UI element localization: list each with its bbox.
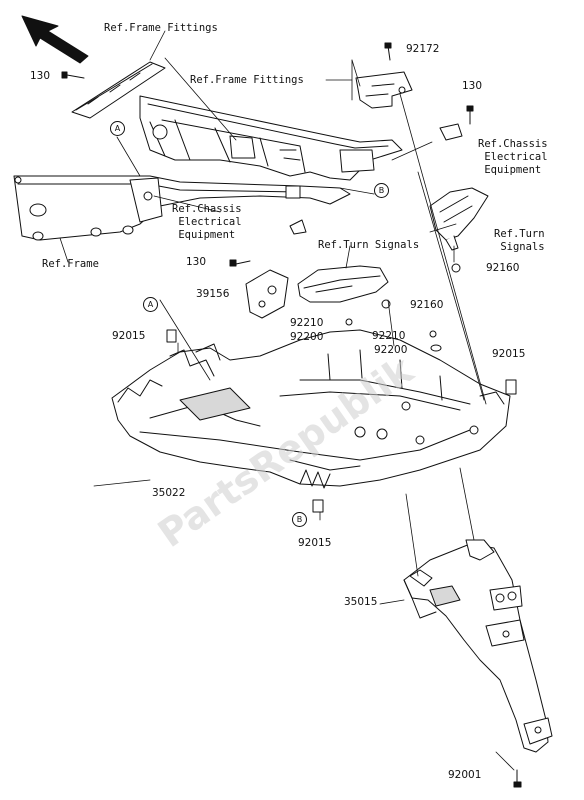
seat-frame (139, 95, 403, 181)
washer-92200-right (430, 344, 442, 352)
part-number-130-left: 130 (186, 256, 207, 268)
part-number-92015-bottom: 92015 (298, 537, 332, 549)
part-number-92015-left: 92015 (112, 330, 146, 342)
ref-mark-a-top: A (110, 121, 125, 136)
direction-arrow-icon (21, 15, 89, 64)
part-number-92160-right: 92160 (486, 262, 520, 274)
callout-turn-signals-mid: Ref.Turn Signals (318, 239, 420, 251)
ref-mark-b-right: B (374, 183, 389, 198)
part-number-92001: 92001 (448, 769, 482, 781)
part-number-35015: 35015 (344, 596, 378, 608)
part-number-39156: 39156 (196, 288, 230, 300)
callout-frame-fittings-top: Ref.Frame Fittings (104, 22, 218, 34)
bolt-92001 (513, 769, 522, 788)
collar-92015-right (505, 379, 517, 395)
part-number-35022: 35022 (152, 487, 186, 499)
grommet-92160-right (451, 263, 461, 273)
part-number-92172: 92172 (406, 43, 440, 55)
bolt-130-right (466, 105, 474, 125)
turn-signal-mid (297, 265, 389, 303)
bolt-92172 (384, 42, 392, 61)
turn-signal-right (429, 187, 489, 251)
clip-left (289, 219, 307, 235)
main-frame-rail (13, 175, 351, 241)
collar-92015-bottom (312, 499, 324, 513)
part-number-92015-right: 92015 (492, 348, 526, 360)
frame-fitting-plate (71, 61, 166, 119)
callout-chassis-electrical-right: Ref.Chassis Electrical Equipment (478, 138, 548, 176)
part-number-92210-left: 92210 (290, 317, 324, 329)
callout-frame-fittings-mid: Ref.Frame Fittings (190, 74, 304, 86)
cover-39156 (245, 269, 289, 319)
nut-92210-right (429, 330, 437, 338)
part-number-92210-right: 92210 (372, 330, 406, 342)
leader-lines (59, 30, 515, 771)
part-number-92200-right: 92200 (374, 344, 408, 356)
ref-mark-a-left: A (143, 297, 158, 312)
callout-chassis-electrical-left: Ref.Chassis Electrical Equipment (172, 203, 242, 241)
part-number-92200-left: 92200 (290, 331, 324, 343)
bolt-130-left (229, 259, 251, 267)
part-number-130-top: 130 (30, 70, 51, 82)
callout-turn-signals-right: Ref.Turn Signals (494, 228, 545, 253)
part-number-92160-mid: 92160 (410, 299, 444, 311)
ref-mark-b-bottom: B (292, 512, 307, 527)
rear-fender-35015 (403, 539, 553, 753)
clip-right (439, 123, 463, 141)
under-tray-35022 (111, 329, 511, 489)
bolt-130-top (61, 71, 85, 79)
bracket-92172 (355, 71, 413, 109)
callout-frame: Ref.Frame (42, 258, 99, 270)
nut-92210-left (345, 318, 353, 326)
part-number-130-right: 130 (462, 80, 483, 92)
collar-92015-left (166, 329, 177, 343)
